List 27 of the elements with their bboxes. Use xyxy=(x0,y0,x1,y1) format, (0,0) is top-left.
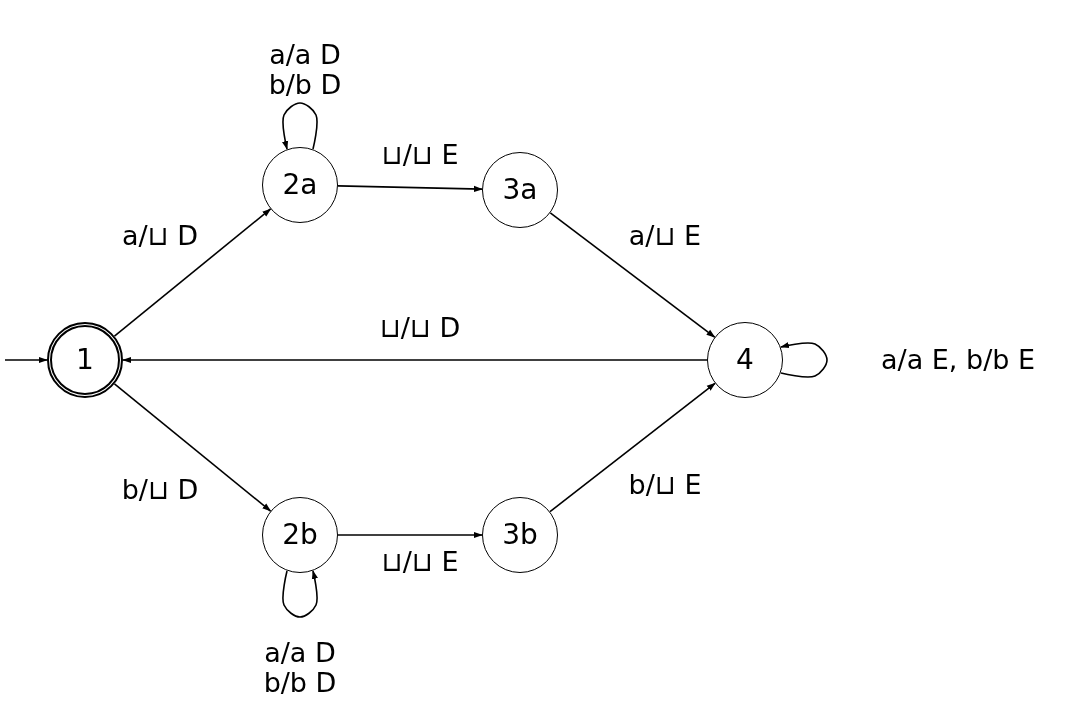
state-label: 2a xyxy=(282,171,318,199)
edge-label: a/⊔ E xyxy=(628,221,702,251)
arrow xyxy=(122,356,708,364)
edge-label: ⊔/⊔ E xyxy=(381,140,459,170)
arrow xyxy=(113,208,272,337)
edge-label: a/a D b/b D xyxy=(262,638,338,698)
arrow xyxy=(282,570,318,618)
edge-label: b/⊔ E xyxy=(628,470,702,500)
arrow xyxy=(549,382,716,513)
state-label: 4 xyxy=(736,346,754,374)
state-label: 2b xyxy=(282,521,318,549)
edge-label: a/a D b/b D xyxy=(267,40,343,100)
edge-label: ⊔/⊔ D xyxy=(379,313,461,343)
edge-label: b/⊔ D xyxy=(121,475,199,505)
state-label: 3b xyxy=(502,521,538,549)
edge-label: ⊔/⊔ E xyxy=(381,547,459,577)
arrow xyxy=(780,342,828,378)
arrow xyxy=(4,356,48,364)
arrow xyxy=(282,102,318,150)
edge-label: a/⊔ D xyxy=(121,221,199,251)
arrow xyxy=(337,185,483,193)
state-label: 3a xyxy=(502,176,538,204)
edge-label: a/a E, b/b E xyxy=(881,345,1035,375)
arrow xyxy=(113,383,272,512)
arrow xyxy=(549,212,716,338)
arrow xyxy=(337,531,483,539)
state-label: 1 xyxy=(76,346,94,374)
